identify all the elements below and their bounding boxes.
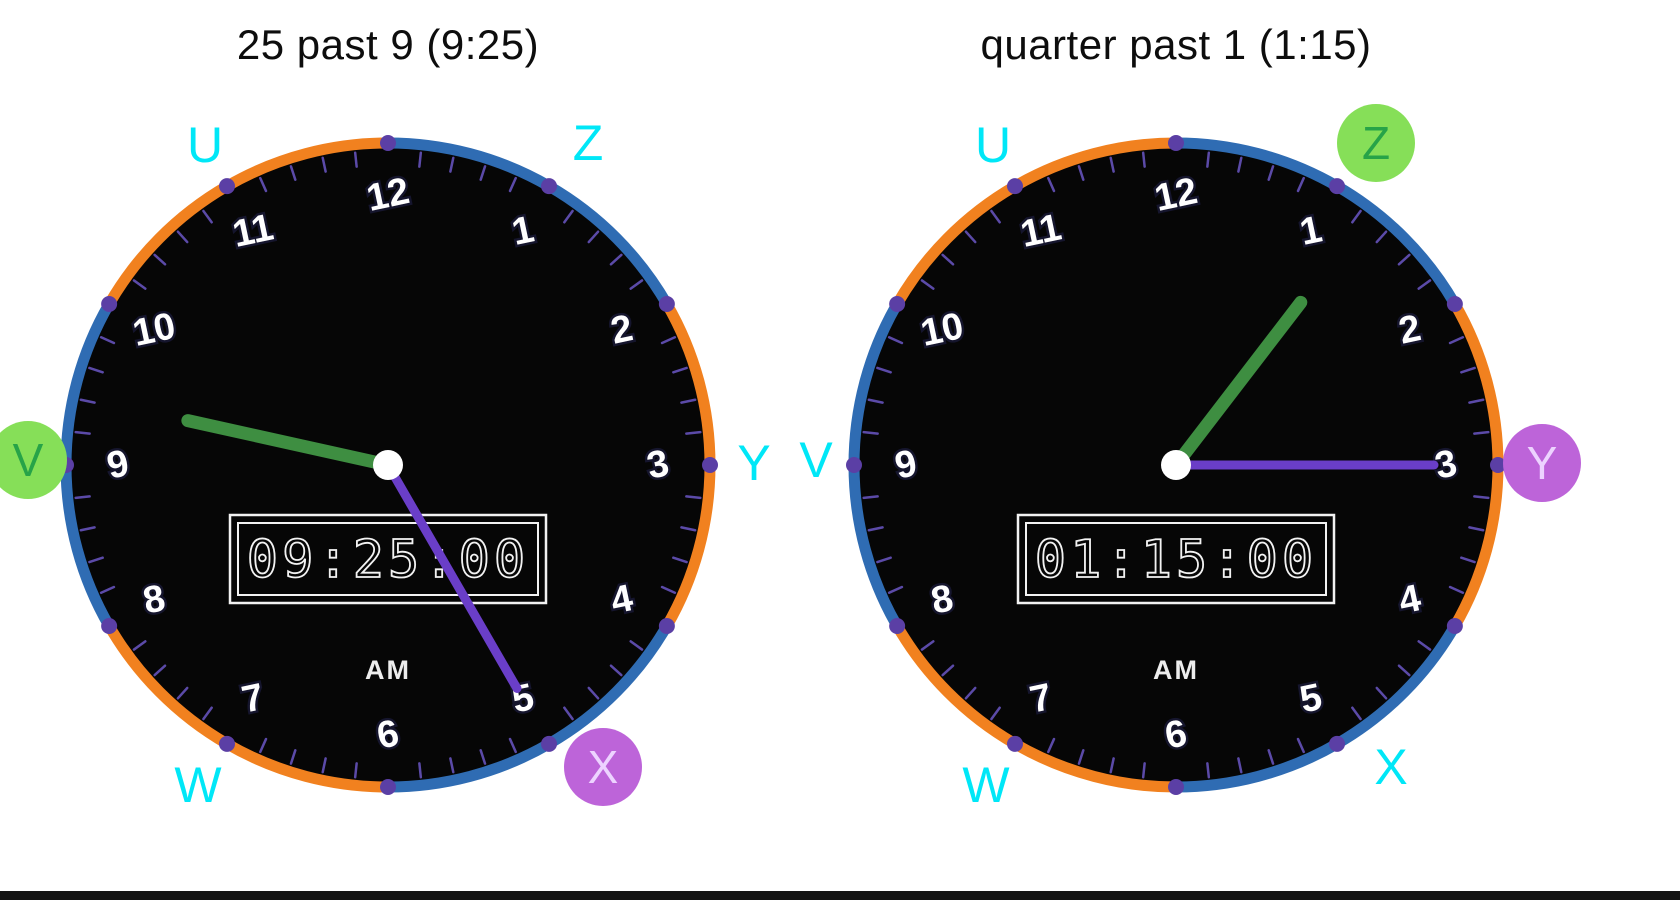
clock-numeral-12: 12 <box>363 170 413 220</box>
answer-letter-u[interactable]: U <box>974 117 1012 173</box>
answer-letter-u[interactable]: U <box>186 117 224 173</box>
answer-letter-z[interactable]: Z <box>1337 104 1415 182</box>
digital-clock-display: 01:15:00 <box>1016 513 1336 605</box>
answer-letter-x[interactable]: X <box>564 728 642 806</box>
answer-letter-y[interactable]: Y <box>737 435 771 491</box>
minute-ticks <box>862 151 1490 779</box>
clock-numeral-11: 11 <box>229 206 277 255</box>
digital-time: 01:15:00 <box>1035 530 1317 590</box>
minute-hand <box>383 460 522 693</box>
clock-numeral-11: 11 <box>1017 206 1065 255</box>
hour-dots <box>58 135 718 795</box>
clock-numeral-10: 10 <box>917 305 967 355</box>
clock-title: quarter past 1 (1:15) <box>980 21 1372 68</box>
clock-numeral-12: 12 <box>1151 170 1201 220</box>
center-pin <box>1161 450 1191 480</box>
answer-letter-v[interactable]: V <box>0 421 67 499</box>
hour-dots <box>846 135 1506 795</box>
hour-hand <box>181 414 395 472</box>
answer-letter-x[interactable]: X <box>1374 739 1408 795</box>
clock-numeral-10: 10 <box>129 305 179 355</box>
hour-hand <box>1169 295 1308 472</box>
bottom-edge-bar <box>0 891 1680 900</box>
digital-time: 09:25:00 <box>247 530 529 590</box>
minute-ticks <box>74 151 702 779</box>
center-pin <box>373 450 403 480</box>
meridiem-label: AM <box>1153 655 1199 685</box>
answer-letter-v[interactable]: V <box>799 432 833 488</box>
answer-letter-w[interactable]: W <box>174 757 222 813</box>
digital-clock-display: 09:25:00 <box>228 513 548 605</box>
answer-letter-y[interactable]: Y <box>1503 424 1581 502</box>
meridiem-label: AM <box>365 655 411 685</box>
clock-title: 25 past 9 (9:25) <box>236 21 540 68</box>
answer-letter-z[interactable]: Z <box>572 115 604 171</box>
answer-letter-w[interactable]: W <box>962 757 1010 813</box>
